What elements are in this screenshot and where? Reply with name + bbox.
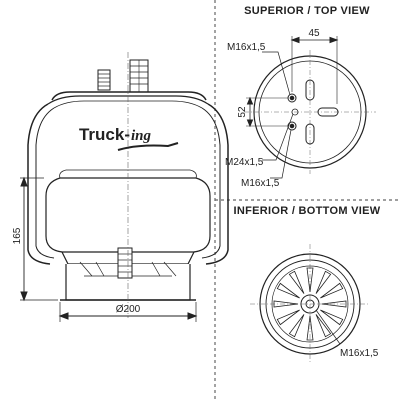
width-dim-label: 45 xyxy=(308,28,320,39)
thread-lower-label: M16x1,5 xyxy=(241,178,280,189)
thread-air-label: M24x1,5 xyxy=(225,157,264,168)
bottom-view xyxy=(250,244,370,364)
top-leaders xyxy=(262,51,294,179)
height-dim-label-top: 52 xyxy=(237,106,248,118)
bellows-outer xyxy=(27,103,229,265)
width-dimension xyxy=(290,36,339,104)
height-dimension xyxy=(20,176,58,302)
bottom-view-heading: INFERIOR / BOTTOM VIEW xyxy=(234,205,381,217)
air-inlet xyxy=(291,108,299,116)
diameter-dimension xyxy=(58,302,198,322)
bottom-thread-label: M16x1,5 xyxy=(340,348,379,359)
brand-suffix: ing xyxy=(131,128,152,144)
height-dim-label: 165 xyxy=(12,227,23,244)
stud-left xyxy=(97,69,111,91)
brand-main: Truck- xyxy=(79,125,130,144)
top-view xyxy=(244,50,376,174)
top-view-heading: SUPERIOR / TOP VIEW xyxy=(244,5,370,17)
bellows-inner xyxy=(35,107,221,259)
bottom-stud xyxy=(117,247,133,279)
brand-logo: Truck- ing xyxy=(79,125,179,151)
diameter-dim-label: Ø200 xyxy=(116,304,141,315)
height-dimension-top xyxy=(246,96,288,128)
piston-ribs xyxy=(273,267,347,341)
thread-upper-label: M16x1,5 xyxy=(227,42,266,53)
side-view xyxy=(27,52,229,318)
air-fitting xyxy=(129,59,149,93)
roll-lobe xyxy=(45,177,211,253)
